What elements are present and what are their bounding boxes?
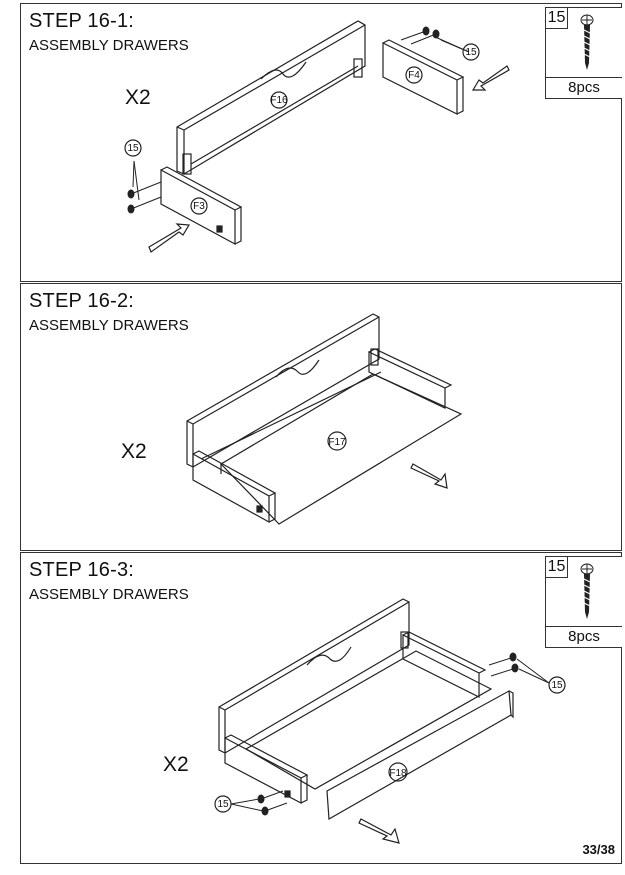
- hardware-id: 15: [546, 557, 568, 578]
- hardware-quantity: 8pcs: [546, 77, 622, 98]
- step-16-1-panel: STEP 16-1: ASSEMBLY DRAWERS X2: [20, 3, 622, 282]
- bottom-panel-drawing: [220, 373, 463, 525]
- step-16-3-illustration: 15 15 F18: [214, 598, 566, 844]
- part-label-bottom: F17: [328, 437, 346, 448]
- screw-icon: [580, 563, 594, 619]
- hardware-box: 15 8pcs: [545, 7, 622, 99]
- step-16-2-illustration: F17: [186, 313, 463, 525]
- step-subtitle: ASSEMBLY DRAWERS: [29, 37, 189, 54]
- hardware-quantity: 8pcs: [546, 626, 622, 647]
- front-panel-drawing: [326, 690, 512, 820]
- hardware-callout-label: 15: [551, 680, 563, 691]
- hardware-box: 15 8pcs: [545, 556, 622, 648]
- quantity-multiplier: X2: [125, 86, 151, 109]
- step-title: STEP 16-3:: [29, 559, 135, 581]
- step-16-2-panel: STEP 16-2: ASSEMBLY DRAWERS X2 F17: [20, 283, 622, 551]
- hardware-callout-label: 15: [127, 143, 139, 154]
- step-16-3-panel: STEP 16-3: ASSEMBLY DRAWERS X2: [20, 552, 622, 864]
- part-label-side-left: F3: [193, 201, 205, 212]
- step-title: STEP 16-2:: [29, 290, 135, 312]
- screw-icon: [580, 14, 594, 70]
- quantity-multiplier: X2: [121, 440, 147, 463]
- part-label-front: F18: [389, 768, 407, 779]
- page-number: 33/38: [582, 842, 615, 857]
- step-subtitle: ASSEMBLY DRAWERS: [29, 317, 189, 334]
- part-label-back: F16: [270, 95, 288, 106]
- side-panel-f4-drawing: [382, 42, 458, 115]
- step-16-1-illustration: 15 15 F16 F3 F4: [124, 20, 510, 253]
- hardware-callout-label: 15: [217, 799, 229, 810]
- quantity-multiplier: X2: [163, 753, 189, 776]
- back-panel-drawing: [176, 20, 366, 175]
- hardware-callout-label: 15: [465, 47, 477, 58]
- hardware-id: 15: [546, 8, 568, 29]
- step-title: STEP 16-1:: [29, 10, 135, 32]
- step-subtitle: ASSEMBLY DRAWERS: [29, 586, 189, 603]
- part-label-side-right: F4: [408, 70, 420, 81]
